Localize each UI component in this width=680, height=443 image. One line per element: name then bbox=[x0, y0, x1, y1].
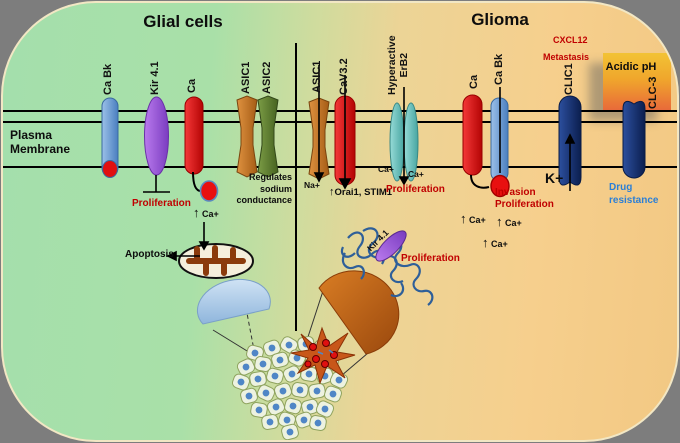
drug-line2: resistance bbox=[609, 194, 659, 206]
invasion-proliferation-label: Invasion Proliferation bbox=[495, 187, 554, 211]
ca-up-glioma-3-text: Ca+ bbox=[491, 239, 508, 249]
connector-lines bbox=[212, 290, 369, 377]
flow-arrows bbox=[143, 65, 576, 262]
proliferation-line: Proliferation bbox=[495, 199, 554, 210]
acidic-ph-label: Acidic pH bbox=[605, 61, 657, 73]
label-ca-glioma: Ca bbox=[468, 74, 480, 89]
glial-cell-dome bbox=[196, 278, 271, 325]
regulates-sodium-label: Regulates sodium conductance bbox=[216, 172, 292, 207]
channel-erb2 bbox=[389, 102, 419, 182]
up-arrow-icon: ↑ bbox=[460, 211, 467, 226]
label-ca-bk-glioma: Ca Bk bbox=[493, 53, 505, 85]
ca-up-glial: ↑ Ca+ bbox=[193, 205, 219, 220]
label-ca-glial: Ca bbox=[186, 78, 198, 93]
up-arrow-icon: ↑ bbox=[193, 205, 200, 220]
cxcl12-label: CXCL12 bbox=[553, 35, 588, 45]
ca-up-glioma-1-text: Ca+ bbox=[469, 215, 486, 225]
section-title-glioma: Glioma bbox=[471, 10, 529, 29]
ca-up-glial-text: Ca+ bbox=[202, 209, 219, 219]
label-clc3: CLC-3 bbox=[647, 76, 659, 109]
label-asic1-glioma: ASIC1 bbox=[311, 60, 323, 93]
channel-ca-glioma bbox=[462, 94, 483, 176]
up-arrow-icon: ↑ bbox=[496, 214, 503, 229]
na-plus-label: Na+ bbox=[304, 180, 320, 190]
k-plus-label: K+ bbox=[545, 170, 564, 186]
proliferation-kir-label: Proliferation bbox=[132, 198, 191, 209]
up-arrow-icon: ↑ bbox=[482, 235, 489, 250]
drug-resistance-label: Drug resistance bbox=[609, 182, 658, 207]
label-erb2: Hyperactive ErB2 bbox=[386, 35, 410, 95]
orai-stim-label: ↑Orai1, STIM1 bbox=[329, 186, 392, 198]
up-arrow-icon: ↑ bbox=[329, 186, 335, 198]
invasion-line: Invasion bbox=[495, 187, 536, 198]
ca-up-glioma-2: ↑ Ca+ bbox=[496, 214, 522, 229]
section-title-glial: Glial cells bbox=[143, 12, 223, 31]
channel-ca-glial bbox=[184, 96, 204, 175]
ca-up-glioma-3: ↑ Ca+ bbox=[482, 235, 508, 250]
channel-clc3 bbox=[622, 100, 646, 179]
label-erb2-line1: Hyperactive bbox=[386, 35, 398, 95]
acidic-ph-box bbox=[603, 53, 671, 111]
diagram-shapes bbox=[3, 43, 677, 440]
mitochondria bbox=[178, 243, 254, 279]
channel-ca-bk-glial bbox=[101, 97, 119, 178]
metastasis-label: Metastasis bbox=[543, 52, 590, 62]
drug-line1: Drug bbox=[609, 182, 633, 193]
label-asic1-glial: ASIC1 bbox=[240, 61, 252, 94]
plasma-membrane-label: Plasma Membrane bbox=[10, 128, 71, 156]
ca-plus-erb2-right: Ca+ bbox=[408, 169, 424, 179]
label-ca-bk-glial: Ca Bk bbox=[102, 63, 114, 95]
reactive-astrocyte-cell bbox=[290, 326, 356, 385]
label-asic2-glial: ASIC2 bbox=[261, 61, 273, 94]
proliferation-bottom-label: Proliferation bbox=[401, 253, 460, 264]
proliferation-erb2-label: Proliferation bbox=[386, 184, 445, 195]
channel-asic2-glial bbox=[257, 95, 279, 178]
ca-up-glioma-2-text: Ca+ bbox=[505, 218, 522, 228]
channel-asic1-glial bbox=[236, 95, 258, 178]
channel-kir41-glial bbox=[144, 96, 169, 176]
orai-stim-text: Orai1, STIM1 bbox=[334, 187, 393, 198]
ca-plus-erb2-left: Ca+ bbox=[378, 164, 394, 174]
regulates-line1: Regulates sodium bbox=[248, 172, 292, 194]
apoptosis-label: Apoptosis bbox=[125, 249, 174, 260]
ca-up-glioma-1: ↑ Ca+ bbox=[460, 211, 486, 226]
glioma-cell-dome bbox=[318, 270, 400, 355]
label-cav32: CaV3.2 bbox=[338, 58, 350, 95]
label-erb2-line2: ErB2 bbox=[397, 52, 410, 78]
regulates-line2: conductance bbox=[236, 195, 292, 206]
kir41-bottom-channel bbox=[375, 230, 407, 262]
channel-hooks bbox=[192, 171, 510, 202]
label-clic1: CLIC1 bbox=[563, 63, 575, 95]
label-kir41-glial: Kir 4.1 bbox=[149, 61, 161, 95]
